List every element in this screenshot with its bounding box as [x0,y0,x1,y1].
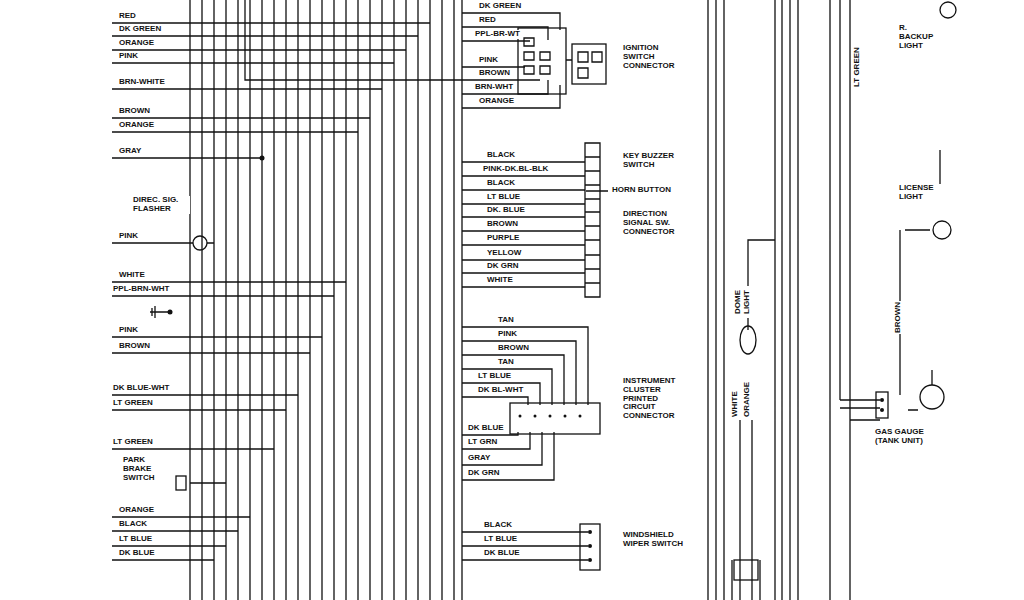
junction-dot [579,415,582,418]
dome-switch-symbol [734,560,758,580]
junction-dot [168,310,173,315]
component-label: DIREC. SIG. FLASHER [132,196,190,214]
wire-color-label: PINK-DK.BL-BLK [482,165,549,174]
wire-color-label: WHITE [486,276,514,285]
junction-dot [260,156,265,161]
wire-color-label: BROWN [118,342,151,351]
junction-dot [880,408,884,412]
wire-color-label: YELLOW [486,249,522,258]
wire-color-label: PINK [497,330,518,339]
component-label: HORN BUTTON [611,186,672,195]
wire-color-label: TAN [497,358,515,367]
wire-color-label: DK GREEN [118,25,162,34]
gas-gauge-symbol [920,385,944,409]
wire-color-label: LT GRN [467,438,498,447]
wire-color-label: ORANGE [118,39,155,48]
component-label: DIRECTION SIGNAL SW. CONNECTOR [622,210,692,236]
component-label: IGNITION SWITCH CONNECTOR [622,44,688,70]
buzzer-wires [462,162,608,287]
junction-dot [564,415,567,418]
wire-color-label: DK. BLUE [486,206,526,215]
wire-color-label: LT BLUE [486,193,521,202]
wire-color-label: BROWN [478,69,511,78]
wire-color-label: LT BLUE [118,535,153,544]
wire-color-label: ORANGE [743,381,752,418]
direction-connector [585,143,600,297]
wire-color-label: WHITE [118,271,146,280]
wiper-connector [580,524,600,570]
wire-color-label: PINK [118,326,139,335]
wire-color-label: ORANGE [478,97,515,106]
gas-gauge-connector [876,392,888,418]
wire-color-label: PPL-BR-WT [474,30,521,39]
wire-color-label: LT BLUE [483,535,518,544]
wire-color-label: PINK [118,232,139,241]
wire-color-label: GRAY [467,454,491,463]
wire-color-label: TAN [497,316,515,325]
wire-color-label: LT GREEN [853,46,862,88]
component-label: PARK BRAKE SWITCH [122,456,164,482]
component-label: WINDSHIELD WIPER SWITCH [622,531,686,549]
junction-dot [519,415,522,418]
wire-color-label: BLACK [483,521,513,530]
ignition-connector-plug [572,44,606,84]
wire-color-label: DK GREEN [478,2,522,11]
component-label: DOME LIGHT [734,286,752,318]
harness-box [245,0,462,600]
junction-dot [588,558,592,562]
component-label: GAS GAUGE (TANK UNIT) [874,428,938,446]
ground-symbol [150,306,170,318]
wire-color-label: LT GREEN [112,399,154,408]
wire-color-label: LT GREEN [112,438,154,447]
wire-color-label: DK BLUE [483,549,521,558]
wire-color-label: BROWN [894,301,903,334]
component-label: R. BACKUP LIGHT [898,24,944,50]
junction-dot [880,398,884,402]
backup-light-bulb [940,2,956,18]
wire-color-label: DK BLUE [118,549,156,558]
license-light-bulb [933,221,951,239]
wire-color-label: ORANGE [118,506,155,515]
wire-color-label: PINK [118,52,139,61]
ignition-connector-pins [524,38,602,78]
wire-color-label: ORANGE [118,121,155,130]
flasher-symbol [193,236,207,250]
junction-dot [588,544,592,548]
wire-color-label: BLACK [486,151,516,160]
junction-dot [534,415,537,418]
wire-color-label: BRN-WHITE [118,78,166,87]
wire-color-label: DK BLUE-WHT [112,384,170,393]
wire-color-label: WHITE [731,390,740,418]
right-harness [708,0,940,600]
wire-color-label: DK GRN [467,469,501,478]
component-label: INSTRUMENT CLUSTER PRINTED CIRCUIT CONNE… [622,377,686,421]
component-label: KEY BUZZER SWITCH [622,152,688,170]
wire-color-label: BLACK [486,179,516,188]
wire-color-label: LT BLUE [477,372,512,381]
junction-dot [588,530,592,534]
wire-color-label: GRAY [118,147,142,156]
dome-light-bulb [740,326,756,354]
component-label: LICENSE LIGHT [898,184,944,202]
junction-dot [549,415,552,418]
bus-wires [190,0,454,600]
wire-color-label: BROWN [486,220,519,229]
wire-color-label: BROWN [497,344,530,353]
wire-color-label: DK GRN [486,262,520,271]
wire-color-label: DK BLUE [467,424,505,433]
wire-color-label: PINK [478,56,499,65]
wire-color-label: PURPLE [486,234,520,243]
wire-color-label: BLACK [118,520,148,529]
cluster-connector [510,403,600,434]
park-brake-switch-symbol [176,476,186,490]
wire-color-label: PPL-BRN-WHT [112,285,170,294]
wire-color-label: RED [478,16,497,25]
wire-color-label: RED [118,12,137,21]
wire-color-label: DK BL-WHT [477,386,524,395]
wire-color-label: BROWN [118,107,151,116]
wiper-wires [462,532,588,560]
left-wires [112,23,430,560]
wire-color-label: BRN-WHT [474,83,514,92]
